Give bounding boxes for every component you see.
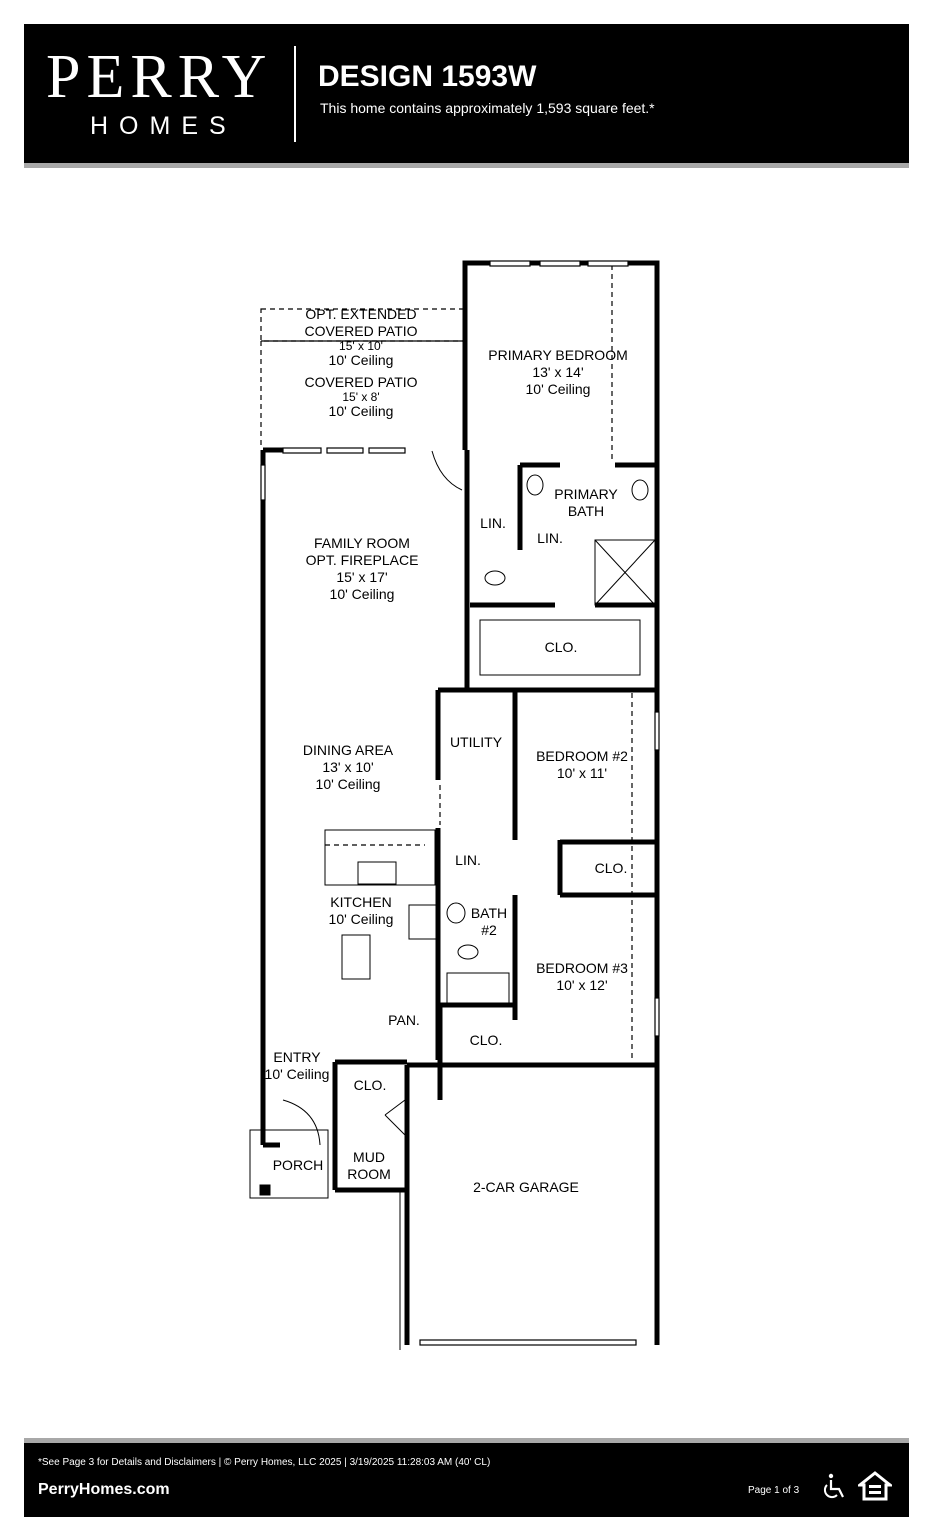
room-name: BEDROOM #3 [536,960,628,976]
room-linen-3: LIN. [455,852,481,868]
header-banner: PERRY HOMES DESIGN 1593W This home conta… [24,24,909,168]
room-ceiling: 10' Ceiling [328,352,394,368]
header-divider [294,46,296,142]
room-covered-patio: COVERED PATIO 15' x 8' 10' Ceiling [304,374,417,420]
room-ceiling: 10' Ceiling [525,381,591,397]
room-name: BEDROOM #2 [536,748,628,764]
room-ceiling: 10' Ceiling [315,776,381,792]
room-name: FAMILY ROOM [314,535,410,551]
footer-banner: *See Page 3 for Details and Disclaimers … [24,1438,909,1517]
room-name: KITCHEN [330,894,392,910]
room-ceiling: 10' Ceiling [329,586,395,602]
room-name: PRIMARY [554,486,618,502]
room-dims: 15' x 10' [339,339,383,353]
room-name: OPT. EXTENDED [305,306,417,322]
design-title: DESIGN 1593W [318,60,537,93]
room-family-room: FAMILY ROOM OPT. FIREPLACE 15' x 17' 10'… [306,535,419,603]
room-bedroom-2: BEDROOM #2 10' x 11' [536,748,628,782]
brand-logo-perry: PERRY [46,43,273,111]
room-primary-bath: PRIMARY BATH [554,486,618,520]
room-entry: ENTRY 10' Ceiling [265,1049,330,1083]
room-dims: 15' x 8' [342,390,380,404]
room-name-line2: ROOM [347,1166,391,1182]
room-name-line2: BATH [567,503,605,519]
room-linen-2: LIN. [537,530,563,546]
room-bedroom-3: BEDROOM #3 10' x 12' [536,960,628,994]
room-name-line2: COVERED PATIO [304,323,418,339]
room-opt-extended-patio: OPT. EXTENDED COVERED PATIO 15' x 10' 10… [304,306,417,369]
room-dims: 10' x 12' [556,977,608,993]
room-closet-bedroom-3: CLO. [469,1032,503,1048]
room-kitchen: KITCHEN 10' Ceiling [329,894,394,928]
room-dims: 10' x 11' [556,765,608,781]
room-bath-2: BATH #2 [471,905,507,939]
footer-disclaimer: *See Page 3 for Details and Disclaimers … [38,1457,491,1468]
room-mud-room: MUD ROOM [347,1149,391,1183]
page-number: Page 1 of 3 [748,1485,800,1496]
room-name-line2: #2 [481,922,497,938]
brand-logo-homes: HOMES [90,112,237,140]
room-garage: 2-CAR GARAGE [473,1179,579,1195]
design-subtitle: This home contains approximately 1,593 s… [320,100,655,116]
room-name-line2: OPT. FIREPLACE [305,552,419,568]
room-porch: PORCH [272,1157,324,1173]
accessibility-icon [823,1473,844,1499]
room-pantry: PAN. [388,1012,420,1028]
room-name: COVERED PATIO [304,374,418,390]
room-name: DINING AREA [302,742,394,758]
room-closet-bedroom-2: CLO. [594,860,628,876]
room-dims: 13' x 10' [322,759,374,775]
room-dims: 13' x 14' [532,364,584,380]
room-name: MUD [353,1149,385,1165]
room-name: ENTRY [273,1049,321,1065]
room-dining-area: DINING AREA 13' x 10' 10' Ceiling [303,742,393,793]
room-closet-mud: CLO. [353,1077,387,1093]
room-linen-1: LIN. [480,515,506,531]
room-primary-closet: CLO. [544,639,578,655]
footer-website-link[interactable]: PerryHomes.com [38,1481,170,1498]
room-ceiling: 10' Ceiling [328,911,394,927]
room-primary-bedroom: PRIMARY BEDROOM 13' x 14' 10' Ceiling [488,347,628,398]
room-name: BATH [470,905,508,921]
room-ceiling: 10' Ceiling [264,1066,330,1082]
room-name: PRIMARY BEDROOM [488,347,628,363]
room-utility: UTILITY [449,734,503,750]
room-dims: 15' x 17' [336,569,388,585]
room-ceiling: 10' Ceiling [328,403,394,419]
equal-housing-icon [858,1471,892,1501]
